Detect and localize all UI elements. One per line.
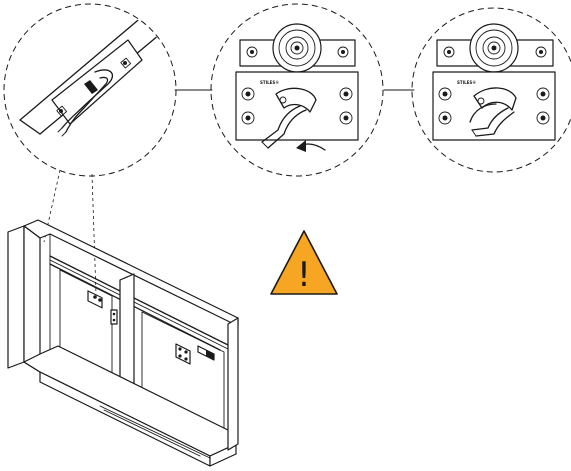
brand-label-2: STILES® [457, 80, 476, 85]
detail-circle-latch-open: STILES® [210, 3, 384, 177]
detail-circle-hook [3, 3, 177, 177]
cabinet-illustration [7, 219, 239, 467]
brand-label-1: STILES® [260, 80, 279, 85]
warning-symbol: ! [297, 255, 311, 295]
warning-icon: ! [270, 230, 338, 295]
leader-line-2 [91, 173, 97, 295]
rotate-arrow-icon [296, 140, 306, 152]
detail-circle-latch-engaged: STILES® [411, 7, 571, 173]
